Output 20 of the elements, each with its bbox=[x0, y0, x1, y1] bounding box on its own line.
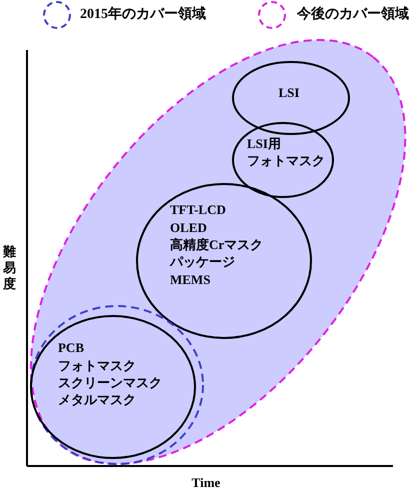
item-label: パッケージ bbox=[170, 253, 235, 271]
category-ellipse bbox=[232, 60, 350, 135]
coverage-ellipse bbox=[30, 39, 406, 465]
category-ellipse bbox=[136, 182, 312, 339]
item-label: PCB bbox=[58, 339, 84, 357]
category-ellipse bbox=[232, 122, 334, 198]
item-label: スクリーンマスク bbox=[58, 374, 162, 392]
item-label: MEMS bbox=[170, 270, 210, 288]
item-label: LSI bbox=[278, 84, 300, 102]
legend-label: 2015年のカバー領域 bbox=[80, 6, 206, 24]
item-label: 高精度Crマスク bbox=[170, 236, 264, 254]
axis-label: Time bbox=[192, 475, 220, 491]
item-label: フォトマスク bbox=[246, 152, 325, 170]
item-label: メタルマスク bbox=[58, 391, 136, 409]
legend-label: 今後のカバー領域 bbox=[297, 6, 409, 24]
item-label: フォトマスク bbox=[58, 356, 136, 374]
item-label: LSI用 bbox=[246, 135, 281, 152]
item-label: OLED bbox=[170, 218, 207, 236]
item-label: TFT-LCD bbox=[170, 201, 226, 219]
axis-label: 難易度 bbox=[3, 244, 17, 292]
